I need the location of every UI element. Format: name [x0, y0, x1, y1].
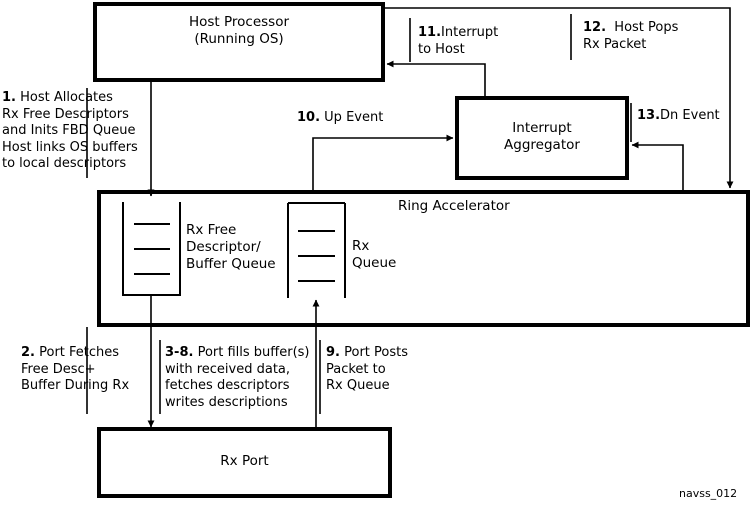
step-1-annotation: 1. Host Allocates Rx Free Descriptors an…: [2, 90, 138, 173]
step-13-text: Dn Event: [660, 108, 720, 123]
interrupt-aggregator-box: [455, 96, 629, 180]
step-10-number: 10.: [297, 110, 321, 125]
ring-accelerator-box: [97, 190, 750, 327]
step-10-annotation: 10. Up Event: [297, 110, 383, 127]
step-9-number: 9.: [326, 345, 340, 360]
step-2-text: Port Fetches Free Desc+ Buffer During Rx: [21, 345, 130, 393]
step-9-annotation: 9. Port Posts Packet to Rx Queue: [326, 345, 408, 395]
rx-free-descriptor-queue-label: Rx Free Descriptor/ Buffer Queue: [186, 222, 306, 273]
step-9-text: Port Posts Packet to Rx Queue: [326, 345, 408, 393]
connector-step-13: [631, 141, 684, 192]
rx-queue-line1: Rx: [352, 238, 370, 254]
fbd-queue-line3: Buffer Queue: [186, 256, 276, 272]
step-3-8-number: 3-8.: [165, 345, 194, 360]
step-12-number: 12.: [583, 20, 607, 35]
fbd-queue-line2: Descriptor/: [186, 239, 261, 255]
connector-step-12: [383, 7, 734, 189]
step-3-8-annotation: 3-8. Port fills buffer(s) with received …: [165, 345, 310, 411]
step-11-text: Interrupt to Host: [418, 25, 499, 57]
host-processor-box: [93, 2, 385, 82]
rx-queue-label: Rx Queue: [352, 238, 442, 272]
connector-step-10: [312, 134, 454, 192]
step-3-8-text: Port fills buffer(s) with received data,…: [165, 345, 310, 410]
ring-accelerator-line1: Ring Accelerator: [398, 198, 510, 214]
figure-id-footer: navss_012: [679, 487, 738, 500]
step-13-annotation: 13.Dn Event: [637, 108, 720, 125]
rx-queue-line2: Queue: [352, 255, 397, 271]
step-1-number: 1.: [2, 90, 16, 105]
rx-port-label: Rx Port: [99, 453, 390, 470]
interrupt-aggregator-label: Interrupt Aggregator: [457, 120, 627, 154]
step-1-text: Host Allocates Rx Free Descriptors and I…: [2, 90, 138, 171]
connector-step-11: [386, 60, 486, 98]
rx-port-line1: Rx Port: [220, 453, 269, 469]
step-11-number: 11.: [418, 25, 442, 40]
step-2-annotation: 2. Port Fetches Free Desc+ Buffer During…: [21, 345, 129, 395]
interrupt-aggregator-line1: Interrupt: [512, 120, 572, 136]
ring-accelerator-label: Ring Accelerator: [398, 198, 578, 215]
rx-port-box: [97, 427, 392, 498]
step-11-annotation: 11.Interrupt to Host: [418, 25, 498, 58]
step-12-annotation: 12. Host Pops Rx Packet: [583, 20, 678, 53]
interrupt-aggregator-line2: Aggregator: [504, 137, 580, 153]
host-processor-line2: (Running OS): [194, 31, 284, 47]
host-processor-label: Host Processor (Running OS): [95, 14, 383, 48]
step-2-number: 2.: [21, 345, 35, 360]
fbd-queue-line1: Rx Free: [186, 222, 237, 238]
step-10-text: Up Event: [320, 110, 384, 125]
step-12-text: Host Pops Rx Packet: [583, 20, 679, 52]
step-13-number: 13.: [637, 108, 661, 123]
host-processor-line1: Host Processor: [188, 14, 290, 30]
